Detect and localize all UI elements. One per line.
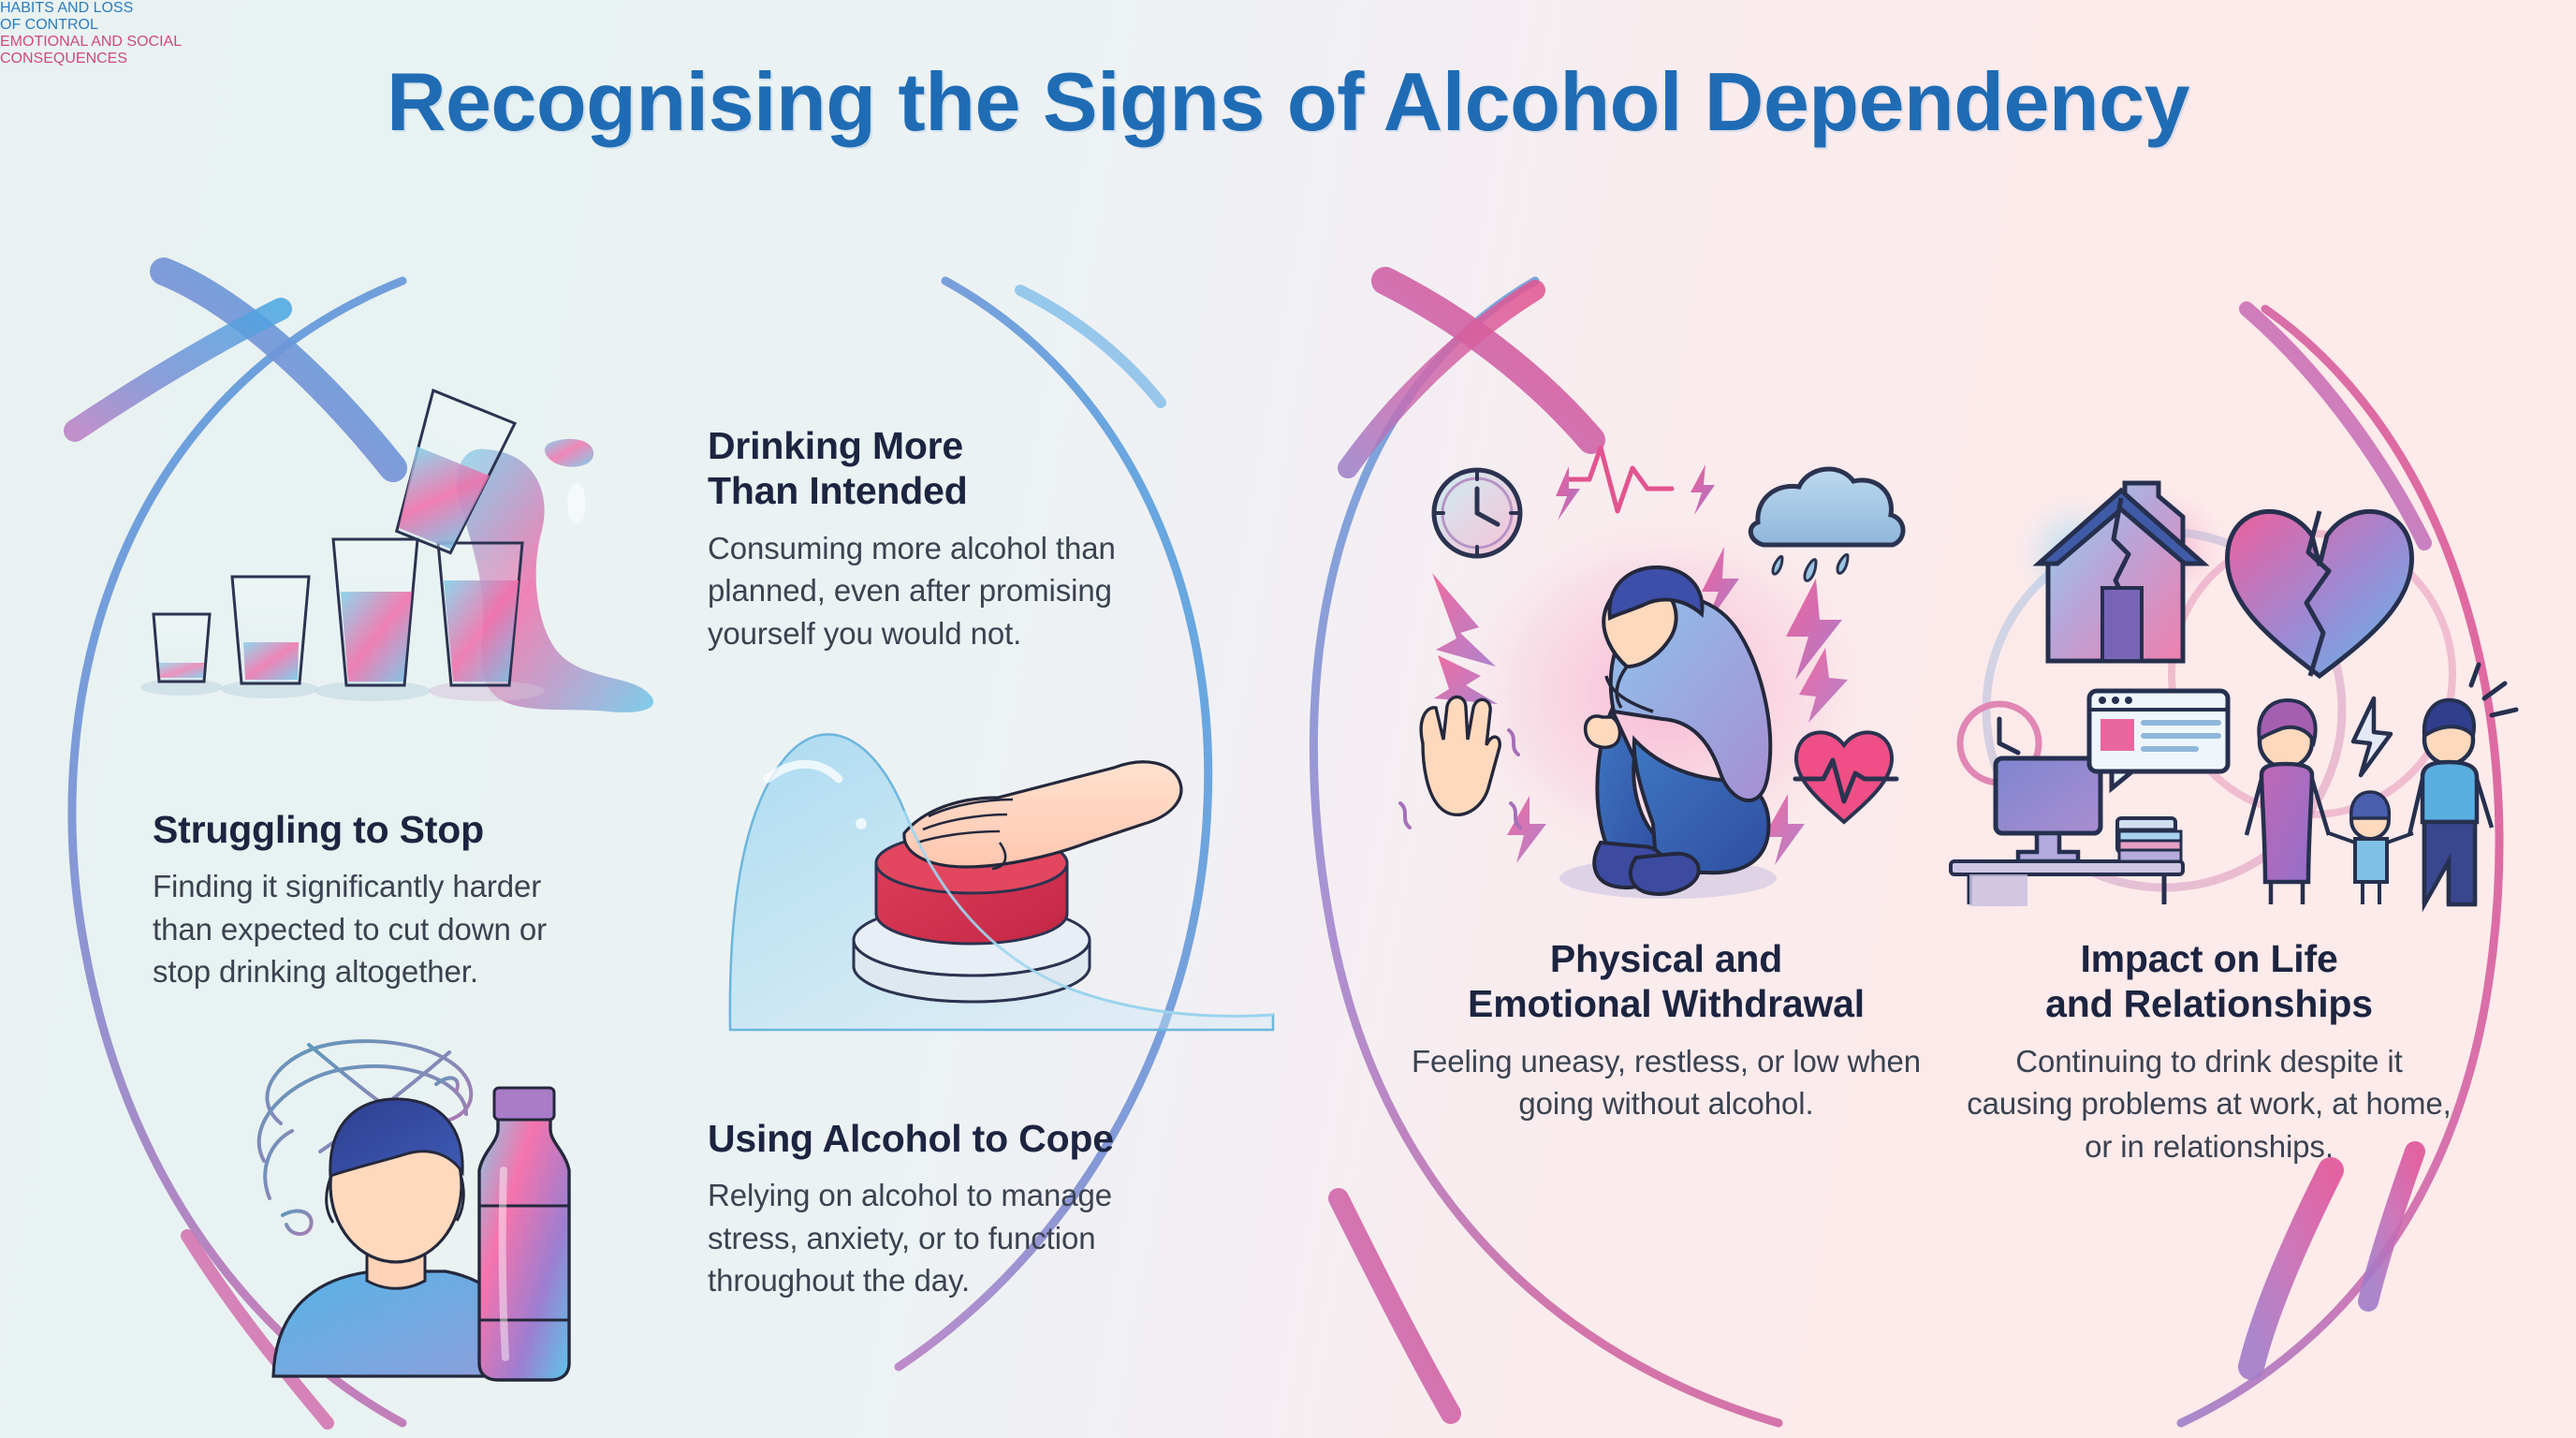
rain-cloud-icon (1748, 466, 1906, 582)
card-impact-on-life: Impact on Life and Relationships Continu… (1966, 936, 2452, 1167)
section-heading-consequences-line2: CONSEQUENCES (0, 51, 128, 66)
card-title-struggling: Struggling to Stop (153, 808, 484, 851)
section-heading-habits-line1: HABITS AND LOSS (0, 0, 134, 16)
trembling-hand-icon (1398, 695, 1522, 829)
card-title-drinking-more: Drinking More Than Intended (708, 423, 1176, 514)
card-title-withdrawal: Physical and Emotional Withdrawal (1404, 936, 1928, 1027)
title-line-1: Impact on Life (2080, 937, 2338, 980)
clock-icon (1431, 467, 1523, 559)
card-title-using-cope: Using Alcohol to Cope (708, 1117, 1114, 1160)
ecg-line-icon (1564, 445, 1675, 514)
drinking-glasses-icon (112, 389, 711, 721)
family-group-icon (2244, 662, 2519, 913)
card-withdrawal: Physical and Emotional Withdrawal Feelin… (1404, 936, 1928, 1125)
section-heading-consequences: EMOTIONAL AND SOCIAL CONSEQUENCES (0, 34, 861, 67)
withdrawal-illustration (1376, 431, 1956, 917)
desk-monitor-icon (1949, 700, 2185, 906)
section-heading-habits-line2: OF CONTROL (0, 17, 98, 33)
heartbeat-icon (1793, 730, 1899, 825)
broken-heart-icon (2225, 509, 2414, 680)
card-drinking-more: Drinking More Than Intended Consuming mo… (708, 423, 1176, 654)
title-line-2: and Relationships (2045, 982, 2373, 1026)
cracked-house-icon (2032, 480, 2210, 664)
red-stop-button-icon (711, 693, 1292, 1039)
card-title-impact: Impact on Life and Relationships (1966, 936, 2452, 1027)
section-heading-consequences-line1: EMOTIONAL AND SOCIAL (0, 34, 183, 50)
books-stack-icon (2117, 829, 2183, 863)
title-line-1: Physical and (1549, 937, 1783, 980)
title-line-2: Than Intended (708, 469, 968, 513)
chat-window-icon (2086, 688, 2231, 794)
card-body-impact: Continuing to drink despite it causing p… (1967, 1043, 2452, 1164)
lightning-bolt-icon (2350, 696, 2393, 778)
card-body-withdrawal: Feeling uneasy, restless, or low when go… (1411, 1043, 1922, 1122)
card-body-using-cope: Relying on alcohol to manage stress, anx… (708, 1178, 1112, 1299)
person-with-bottle-icon (225, 1011, 655, 1386)
section-heading-habits: HABITS AND LOSS OF CONTROL (0, 0, 655, 34)
card-body-drinking-more: Consuming more alcohol than planned, eve… (708, 530, 1116, 651)
card-body-struggling: Finding it significantly harder than exp… (153, 869, 547, 990)
page-title: Recognising the Signs of Alcohol Depende… (386, 55, 2190, 148)
card-using-alcohol-to-cope: Using Alcohol to Cope Relying on alcohol… (708, 1116, 1176, 1302)
relationships-illustration (1938, 449, 2519, 913)
card-struggling-to-stop: Struggling to Stop Finding it significan… (153, 807, 602, 993)
title-line-1: Drinking More (708, 424, 964, 467)
title-line-2: Emotional Withdrawal (1468, 982, 1865, 1026)
